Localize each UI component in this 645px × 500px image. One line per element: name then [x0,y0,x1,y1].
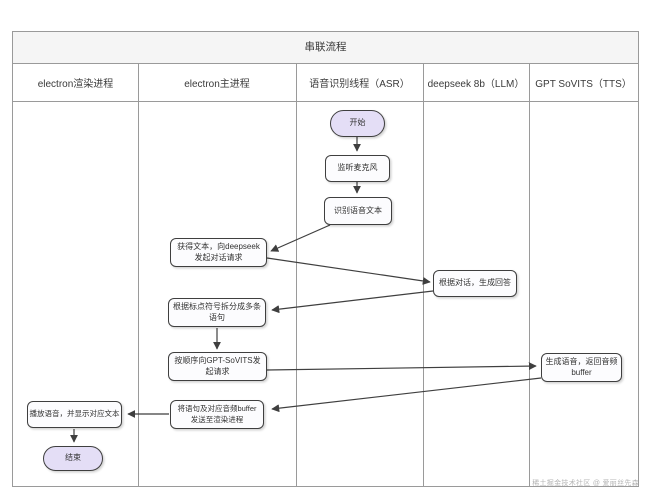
node-request-sovits: 按顺序向GPT-SoVITS发起请求 [168,352,267,381]
node-end: 结束 [43,446,103,471]
lane-header-electron-renderer: electron渲染进程 [37,79,114,90]
node-generate-answer: 根据对话，生成回答 [433,270,517,297]
diagram-title: 串联流程 [13,32,638,64]
lane-header-llm: deepseek 8b（LLM） [427,79,525,90]
lane-divider-3 [423,64,424,486]
lane-divider-2 [296,64,297,486]
lane-header-asr: 语音识别线程（ASR） [309,79,410,90]
node-listen-mic: 监听麦克风 [325,155,390,182]
node-request-deepseek: 获得文本，向deepseek发起对话请求 [170,238,267,267]
node-send-to-renderer: 将语句及对应音频buffer发送至渲染进程 [170,400,264,429]
lane-divider-4 [529,64,530,486]
node-split-sentences: 根据标点符号拆分成多条语句 [168,298,266,327]
node-generate-audio: 生成语音，返回音频buffer [541,353,622,382]
node-start: 开始 [330,110,385,137]
watermark-text: 稀土掘金技术社区 @ 爱丽丝先森 [532,480,639,487]
lane-header-row: electron渲染进程 electron主进程 语音识别线程（ASR） dee… [13,64,638,102]
lane-header-electron-main: electron主进程 [184,79,250,90]
lane-header-tts: GPT SoVITS（TTS） [535,79,632,90]
node-play-audio: 播放语音，并显示对应文本 [27,401,122,428]
lane-divider-1 [138,64,139,486]
node-recognize-text: 识别语音文本 [324,197,392,225]
